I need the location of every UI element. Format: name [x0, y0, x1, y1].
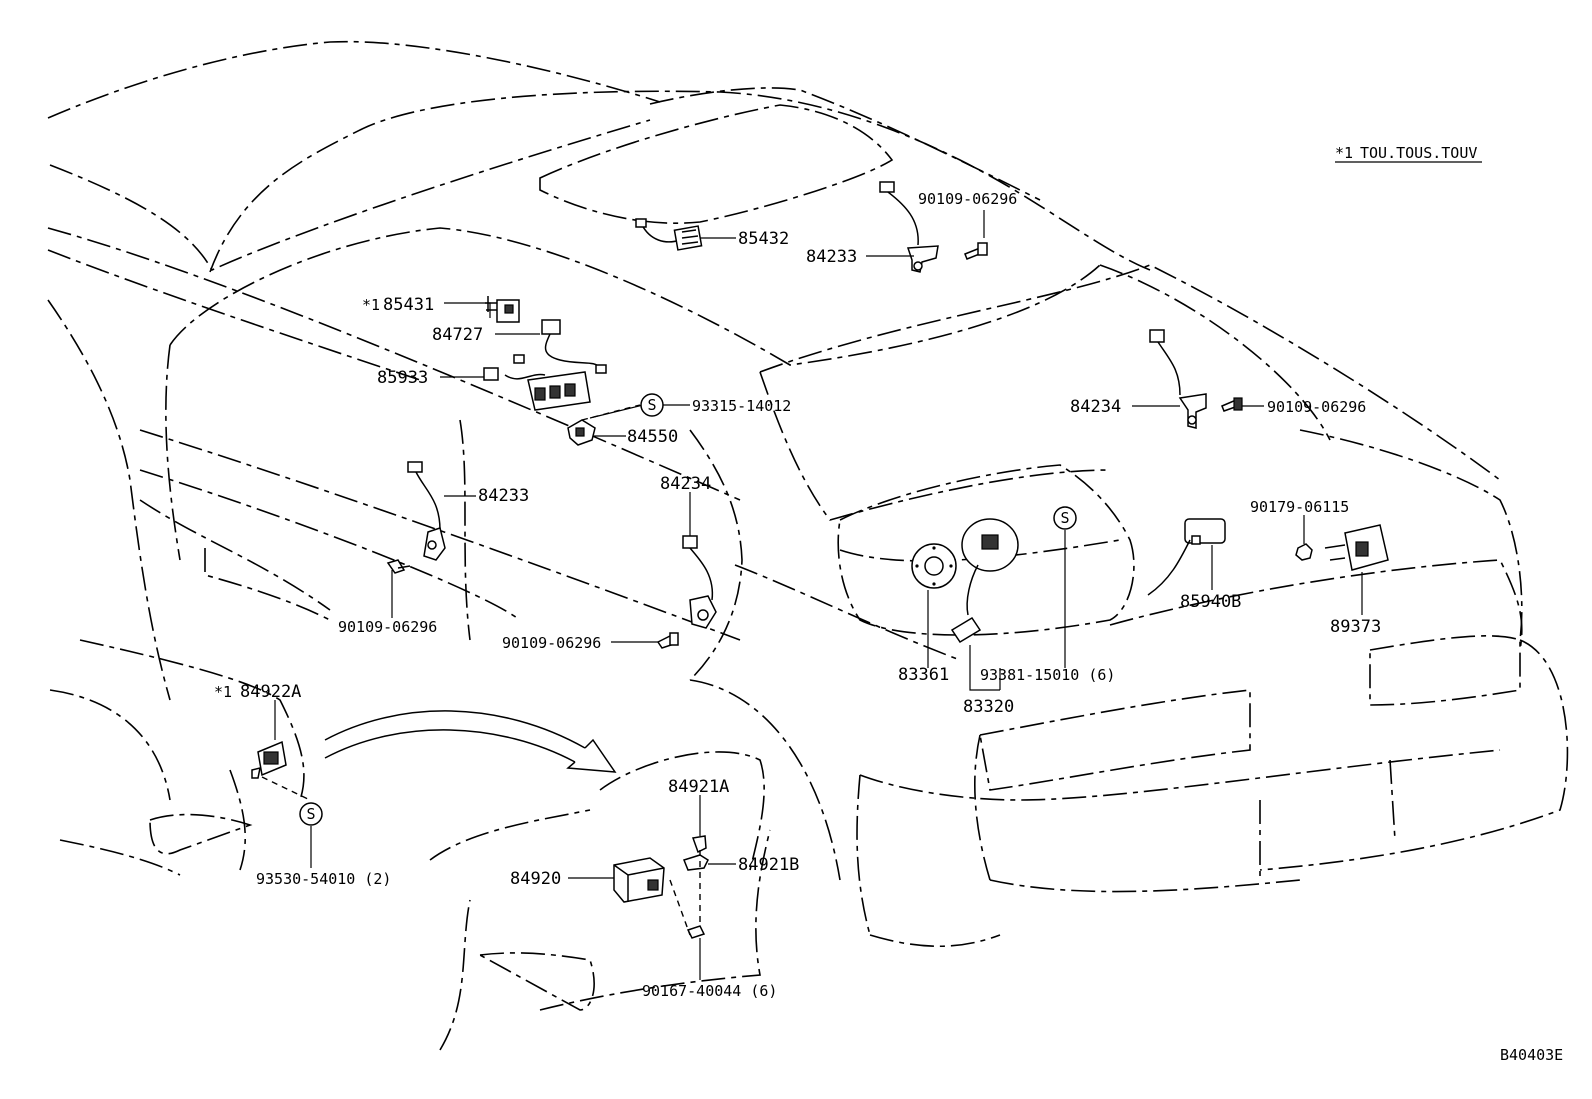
label-90167: 90167-40044 (6) [642, 982, 777, 1000]
bolt-top-shape [964, 242, 988, 260]
svg-text:S: S [306, 805, 315, 823]
label-85431: 85431 [383, 295, 434, 315]
label-84921b: 84921B [738, 855, 799, 875]
part-83320-shape [950, 518, 1019, 644]
bolt-left-shape [386, 559, 411, 574]
label-85432: 85432 [738, 229, 789, 249]
part-84920-shape [613, 857, 665, 903]
note-mark: *1 [1335, 144, 1353, 162]
label-bolt-mid: 90109-06296 [502, 634, 601, 652]
part-85933-shape [483, 354, 591, 411]
label-bolt-top: 90109-06296 [918, 190, 1017, 208]
s-symbol-93315: S [640, 393, 664, 417]
assembly-dashed-lines [261, 404, 701, 936]
view-arrow [324, 710, 617, 773]
part-84234-mid-shape [682, 535, 717, 629]
figure-code: B40403E [1500, 1046, 1563, 1064]
label-83361: 83361 [898, 665, 949, 685]
label-93381: 93381-15010 (6) [980, 666, 1115, 684]
svg-text:S: S [1060, 509, 1069, 527]
label-84233-top: 84233 [806, 247, 857, 267]
label-84921a: 84921A [668, 777, 729, 797]
label-85431-mark: *1 [362, 296, 380, 314]
label-84234-right: 84234 [1070, 397, 1121, 417]
note-models: TOU.TOUS.TOUV [1360, 144, 1477, 162]
part-85431-shape [485, 296, 520, 323]
part-85432-shape [635, 218, 703, 251]
note-legend: *1 TOU.TOUS.TOUV [1335, 144, 1482, 163]
part-84921a-shape [691, 835, 707, 854]
label-93530: 93530-54010 (2) [256, 870, 391, 888]
label-84922a-mark: *1 [214, 683, 232, 701]
part-84550-shape [567, 419, 596, 446]
screw-90167-shape [686, 925, 706, 939]
label-bolt-left: 90109-06296 [338, 618, 437, 636]
part-84233-top-shape [879, 181, 939, 273]
part-84922a-shape [251, 740, 287, 779]
part-89373-shape [1324, 524, 1389, 571]
label-bolt-right: 90109-06296 [1267, 398, 1366, 416]
vehicle-body-outline [47, 40, 1569, 1051]
s-symbol-93381: S [1053, 506, 1077, 530]
label-89373: 89373 [1330, 617, 1381, 637]
bolt-mid-shape [656, 632, 679, 649]
label-84727: 84727 [432, 325, 483, 345]
label-93315: 93315-14012 [692, 397, 791, 415]
label-85940b: 85940B [1180, 592, 1241, 612]
svg-text:S: S [647, 396, 656, 414]
leader-lines [274, 210, 1363, 980]
label-84550: 84550 [627, 427, 678, 447]
label-84922a: 84922A [240, 682, 301, 702]
part-84921b-shape [683, 854, 709, 871]
part-83361-shape [911, 543, 957, 589]
part-84234-right-shape [1149, 329, 1207, 429]
part-84727-shape [541, 319, 607, 374]
label-84233-left: 84233 [478, 486, 529, 506]
label-84234-mid: 84234 [660, 474, 711, 494]
nut-90179-shape [1295, 543, 1313, 561]
label-85933: 85933 [377, 368, 428, 388]
part-85940b-shape [1147, 518, 1226, 596]
bolt-right-shape [1221, 397, 1243, 412]
label-90179: 90179-06115 [1250, 498, 1349, 516]
part-84233-left-shape [407, 461, 446, 561]
label-84920: 84920 [510, 869, 561, 889]
s-symbol-93530: S [299, 802, 323, 826]
label-83320: 83320 [963, 697, 1014, 717]
